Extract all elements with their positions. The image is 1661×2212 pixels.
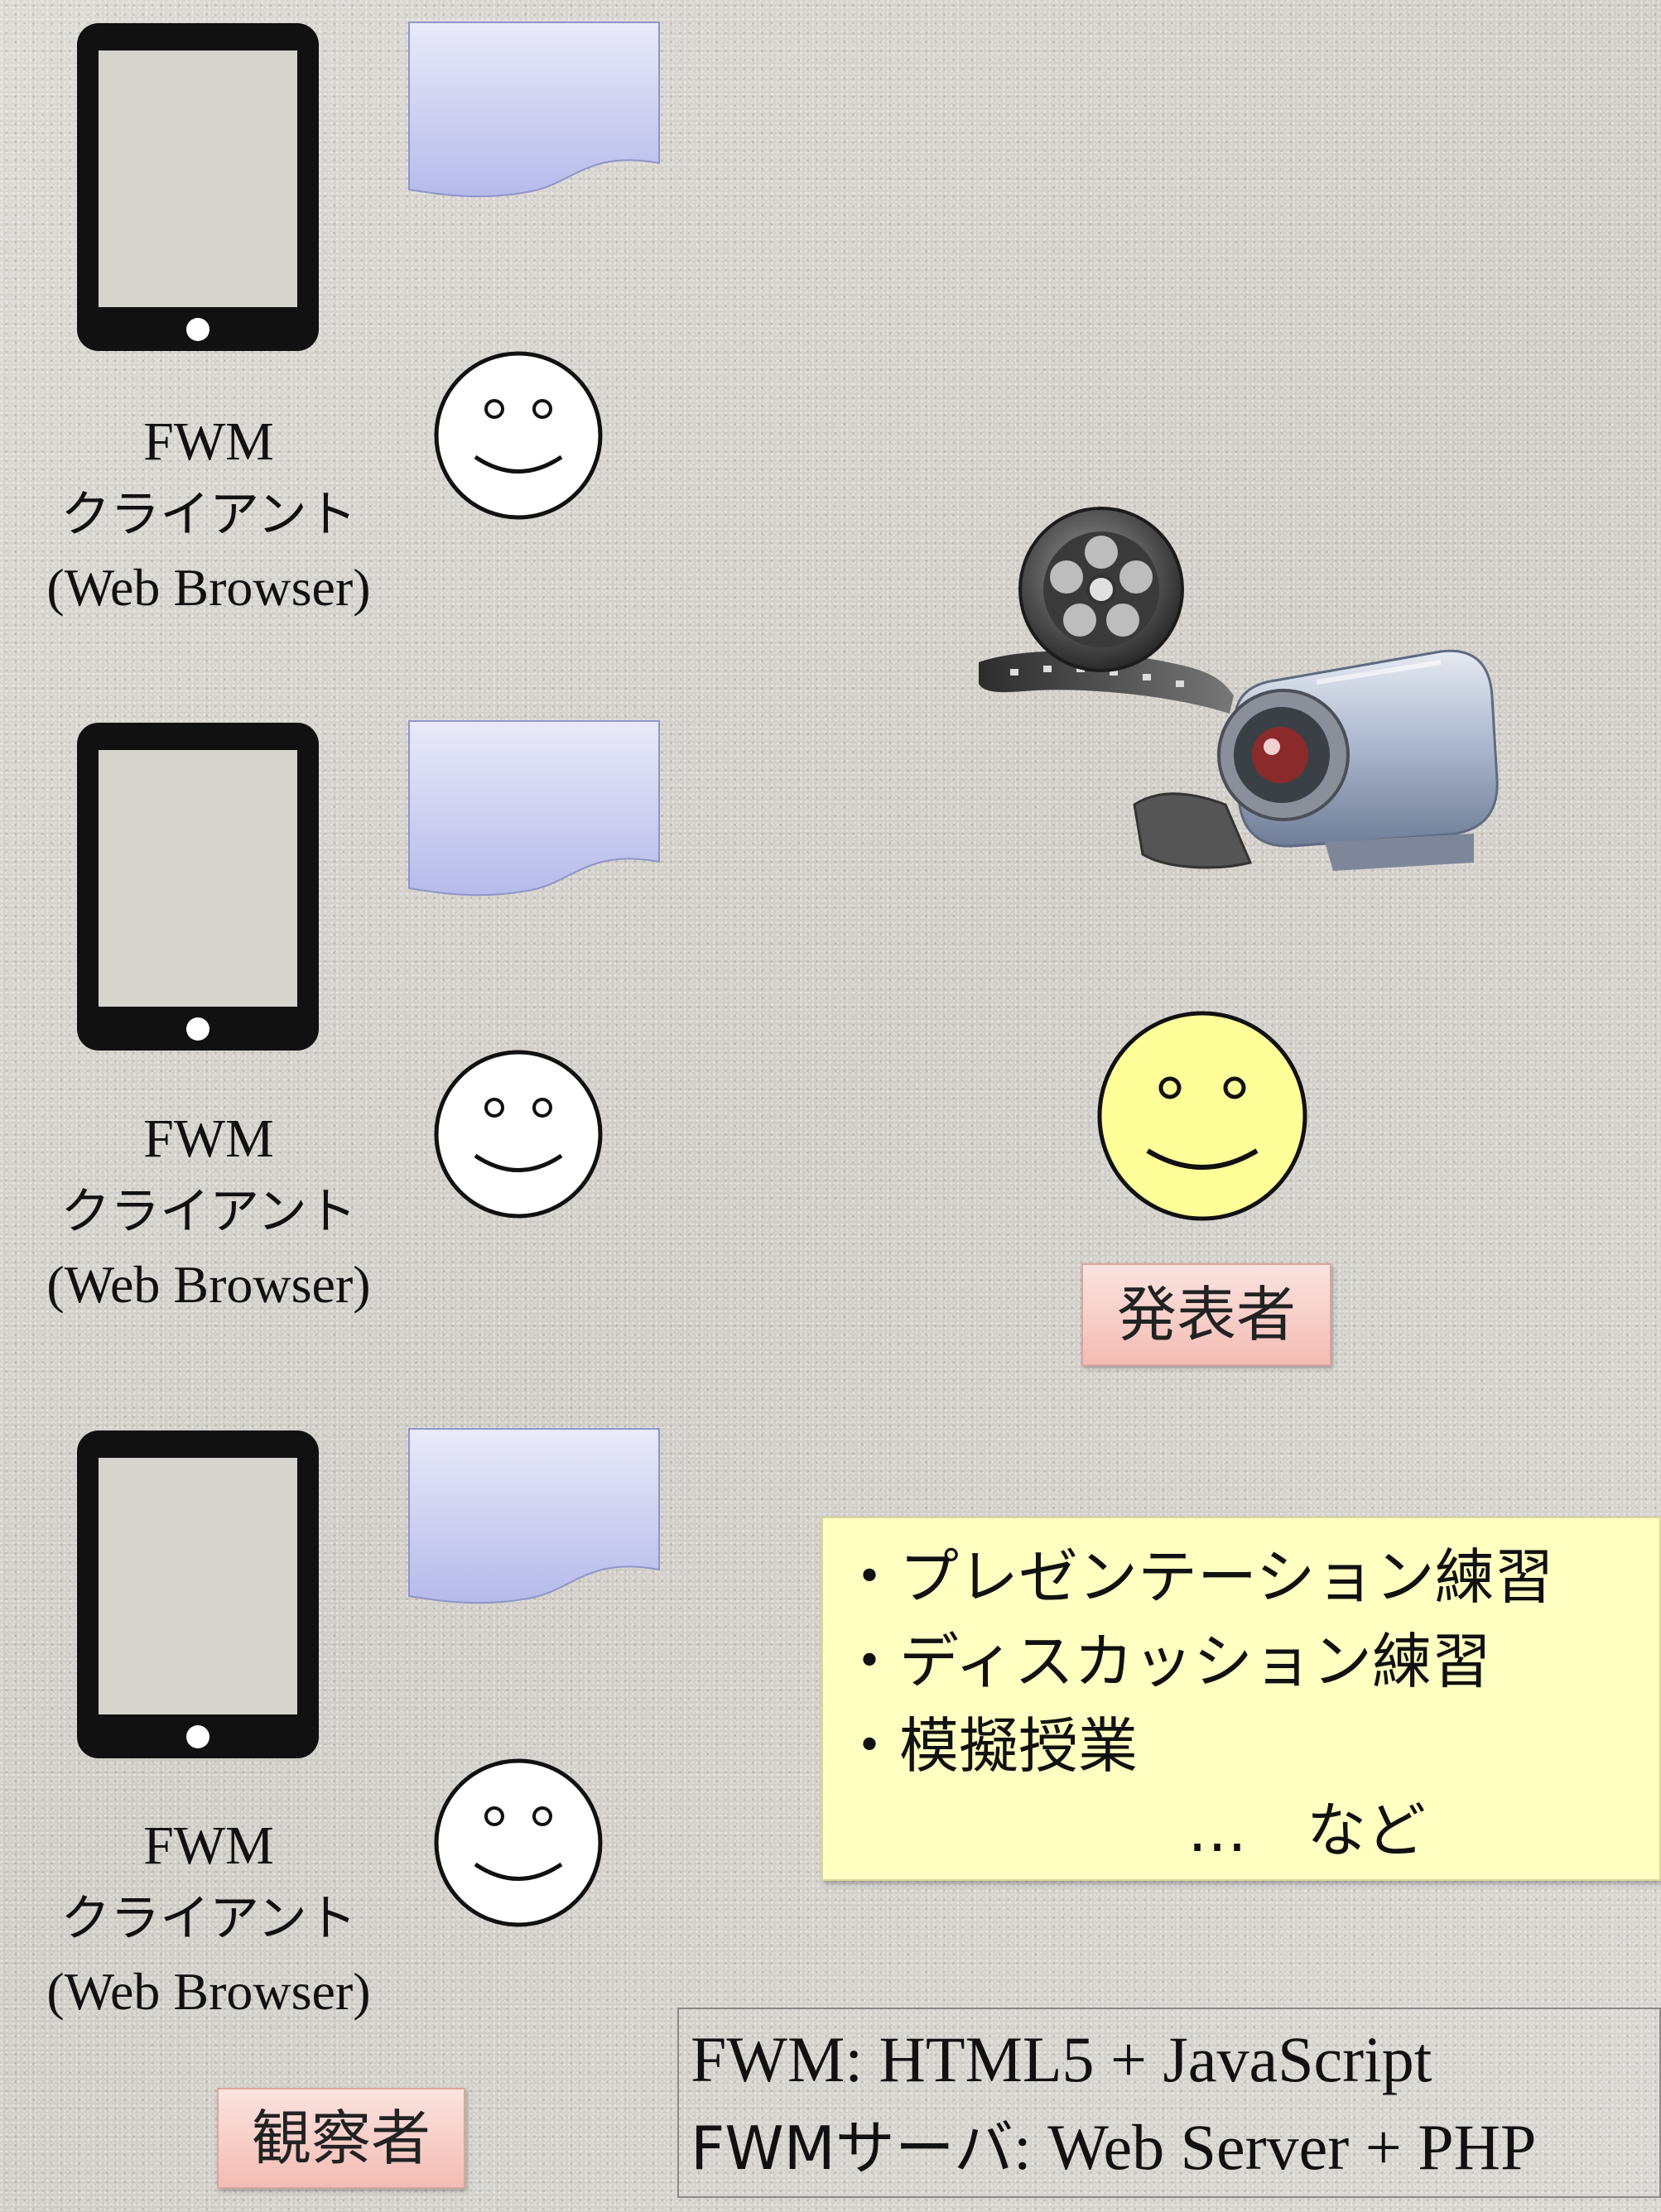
client-label-browser: (Web Browser) — [46, 1962, 371, 2021]
document-icon — [407, 719, 661, 898]
film-reel-camcorder-icon — [977, 507, 1507, 879]
client-label: FWM クライアント (Web Browser) — [10, 406, 407, 624]
client-label-name: FWM — [143, 1108, 274, 1169]
client-label-browser: (Web Browser) — [46, 1255, 371, 1314]
tech-server-detail: : Web Server + PHP — [1013, 2111, 1537, 2183]
use-case-item: プレゼンテーション練習 — [840, 1535, 1635, 1619]
tech-server-row: FWMサーバ: Web Server + PHP — [691, 2104, 1659, 2192]
tablet-icon — [75, 21, 321, 353]
document-icon — [407, 1427, 661, 1606]
observer-label: 観察者 — [217, 2088, 465, 2189]
document-icon — [407, 21, 661, 200]
client-label: FWM クライアント (Web Browser) — [10, 1103, 407, 1321]
technology-box: FWM: HTML5 + JavaScript FWMサーバ: Web Serv… — [677, 2008, 1661, 2198]
use-case-box: プレゼンテーション練習 ディスカッション練習 模擬授業 … など — [821, 1517, 1661, 1881]
client-label-type: クライアント — [60, 1890, 357, 1948]
tablet-icon — [75, 720, 321, 1053]
client-label-name: FWM — [143, 1815, 274, 1876]
presenter-label: 発表者 — [1081, 1263, 1331, 1366]
tech-client-row: FWM: HTML5 + JavaScript — [691, 2023, 1432, 2095]
client-label-type: クライアント — [60, 486, 357, 544]
client-label: FWM クライアント (Web Browser) — [10, 1810, 407, 2028]
use-case-etc: … など — [1187, 1796, 1427, 1865]
tablet-icon — [75, 1428, 321, 1761]
observer-face-icon — [432, 1757, 604, 1929]
presenter-face-icon — [1095, 1008, 1310, 1224]
observer-face-icon — [432, 349, 604, 522]
client-label-name: FWM — [143, 411, 274, 472]
observer-face-icon — [432, 1048, 604, 1220]
client-label-browser: (Web Browser) — [46, 558, 371, 617]
client-label-type: クライアント — [60, 1183, 357, 1241]
use-case-item: ディスカッション練習 — [840, 1619, 1635, 1704]
use-case-item: 模擬授業 — [840, 1704, 1635, 1788]
tech-server-name: FWMサーバ — [691, 2113, 1014, 2183]
